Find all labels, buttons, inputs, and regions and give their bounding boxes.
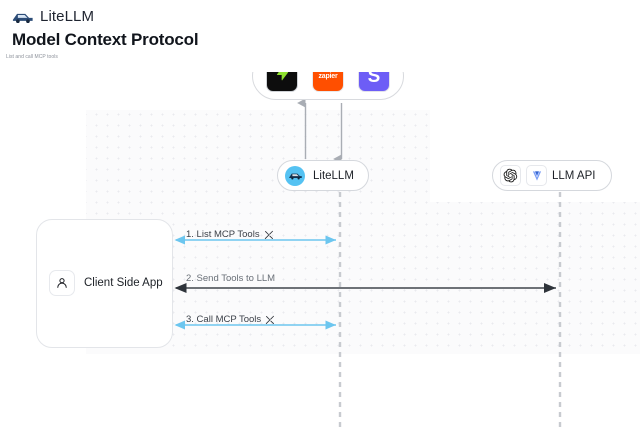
step-2-text: 2. Send Tools to LLM xyxy=(186,273,276,284)
tools-icon xyxy=(265,315,275,325)
supabase-icon xyxy=(274,65,291,87)
brand-name: LiteLLM xyxy=(40,8,95,25)
litellm-avatar-icon xyxy=(285,165,305,186)
tools-icon xyxy=(264,230,274,240)
page-title: Model Context Protocol xyxy=(12,30,199,49)
step-3-text: 3. Call MCP Tools xyxy=(186,314,262,325)
person-icon xyxy=(49,270,75,296)
step-2-label: 2. Send Tools to LLM xyxy=(186,273,275,284)
step-3-label: 3. Call MCP Tools xyxy=(186,314,275,325)
gemini-icon xyxy=(526,165,547,186)
litellm-logo-icon xyxy=(12,9,34,25)
node-litellm[interactable]: LiteLLM xyxy=(277,160,369,191)
node-llm-api[interactable]: LLM API xyxy=(492,160,613,191)
client-side-app-card[interactable]: Client Side App xyxy=(36,219,173,348)
client-side-app-content: Client Side App xyxy=(49,270,163,296)
page-header: LiteLLM Model Context Protocol List and … xyxy=(0,0,640,72)
client-side-app-label: Client Side App xyxy=(84,277,163,289)
brand[interactable]: LiteLLM xyxy=(12,8,94,25)
node-litellm-label: LiteLLM xyxy=(313,169,354,182)
step-1-label: 1. List MCP Tools xyxy=(186,229,274,240)
node-llm-api-label: LLM API xyxy=(552,169,596,182)
canvas-mask-bottom xyxy=(0,354,640,436)
openai-icon xyxy=(500,165,521,186)
zapier-icon: zapier xyxy=(318,72,338,80)
page-subtitle: List and call MCP tools xyxy=(6,54,58,60)
step-1-text: 1. List MCP Tools xyxy=(186,229,260,240)
